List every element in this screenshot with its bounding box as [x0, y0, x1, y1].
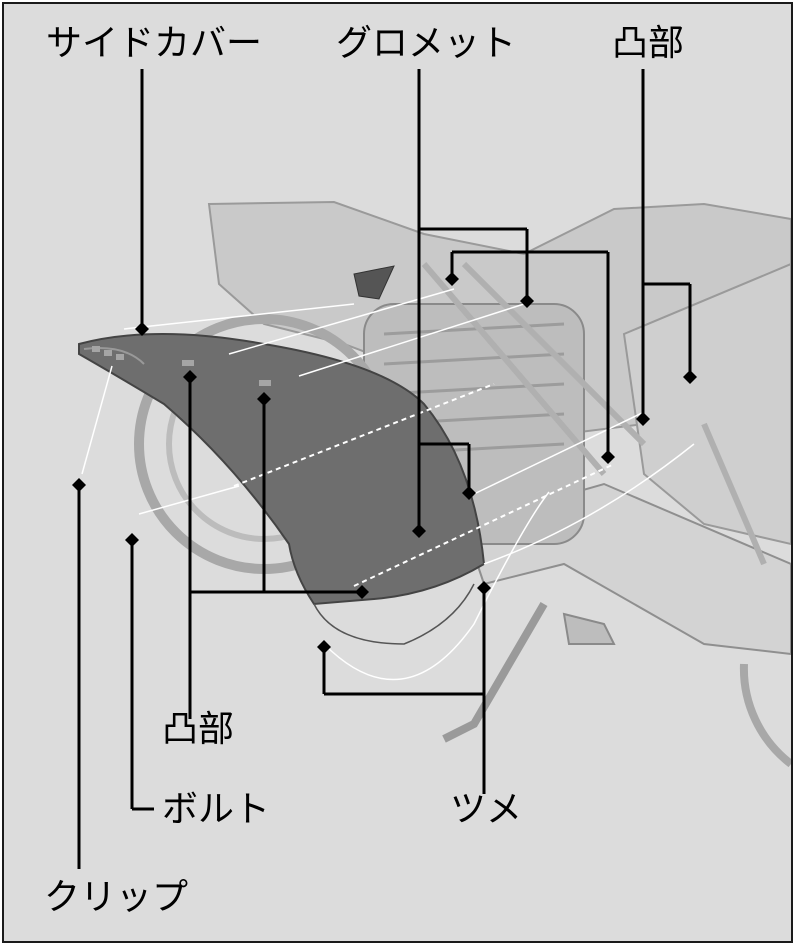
clip-label: クリップ: [44, 877, 189, 918]
motorcycle-illustration: [72, 69, 791, 869]
boss-label-top: 凸部: [612, 23, 685, 64]
bolt-label: ボルト: [162, 789, 271, 830]
callout-markers: [72, 272, 697, 654]
leader-lines: [77, 69, 692, 869]
motorcycle-body: [134, 200, 791, 768]
boss-label-bottom: 凸部: [162, 709, 235, 750]
tab-label: ツメ: [450, 789, 523, 830]
assembly-path-lines: [233, 383, 615, 587]
side-cover-label: サイドカバー: [46, 23, 263, 64]
grommet-label: グロメット: [336, 23, 517, 64]
